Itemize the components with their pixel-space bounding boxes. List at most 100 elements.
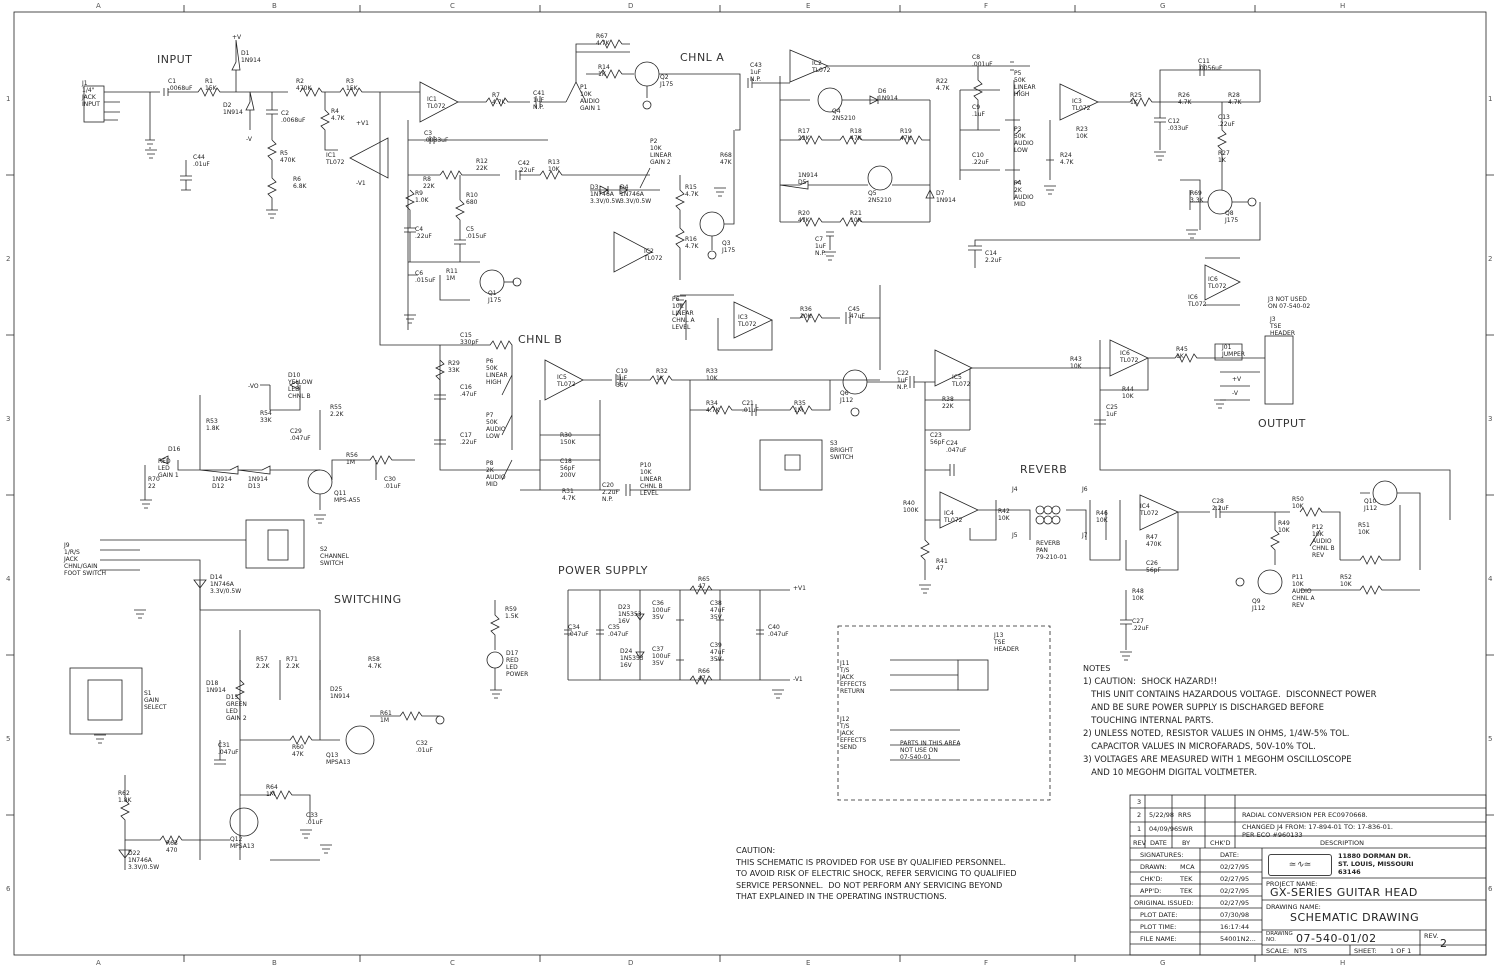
- col-label: B: [272, 2, 277, 10]
- component-label-d14: D14 1N746A 3.3V/0.5W: [210, 574, 242, 595]
- component-label-c14: C14 2.2uF: [985, 250, 1002, 264]
- component-label-d7: D7 1N914: [936, 190, 956, 204]
- component-label-c9: C9 .1uF: [972, 104, 985, 118]
- component-label-c31: C31 .047uF: [218, 742, 239, 756]
- component-label-p6b: P6 50K LINEAR HIGH: [486, 358, 508, 386]
- ic6-symbol: [1204, 257, 1241, 306]
- chkd-date: 02/27/95: [1220, 875, 1250, 883]
- rev-header: REV: [1133, 839, 1147, 847]
- component-label-c12: C12 .033uF: [1168, 118, 1189, 132]
- component-label-ic1a: IC1 TL072: [427, 96, 446, 110]
- component-label-d12: 1N914 D12: [212, 476, 232, 490]
- component-label-r1: R1 15K: [205, 78, 217, 92]
- component-label-p7: P7 50K AUDIO LOW: [486, 412, 506, 440]
- component-label-q9: Q9 J112: [1252, 598, 1266, 612]
- plot-time: 16:17:44: [1220, 923, 1250, 931]
- component-label-c28: C28 2.2uF: [1212, 498, 1229, 512]
- title-block-lines: [1129, 794, 1487, 956]
- rev-header: CHK'D: [1210, 839, 1231, 847]
- orig-date: 02/27/95: [1220, 899, 1250, 907]
- orig-label: ORIGINAL ISSUED:: [1134, 899, 1194, 907]
- component-label-c4: C4 .22uF: [415, 226, 432, 240]
- component-label-r46: R46 10K: [1096, 510, 1108, 524]
- component-label-j3: J3 TSE HEADER: [1270, 316, 1295, 337]
- component-label-r55: R55 2.2K: [330, 404, 344, 418]
- component-label-c5: C5 .015uF: [466, 226, 487, 240]
- component-label-d1: D1 1N914: [241, 50, 261, 64]
- input-stage: [83, 39, 566, 346]
- component-label-r8: R8 22K: [423, 176, 435, 190]
- col-label: D: [628, 2, 634, 10]
- component-label-r69: R69 3.3K: [1190, 190, 1204, 204]
- component-label-r22: R22 4.7K: [936, 78, 950, 92]
- component-label-r67: R67 4.7K: [596, 33, 610, 47]
- component-label-c8: C8 .001uF: [972, 54, 993, 68]
- component-label-c30: C30 .01uF: [384, 476, 401, 490]
- component-label-ic3b: IC3 TL072: [738, 314, 757, 328]
- component-label-d15: D15 GREEN LED GAIN 2: [226, 694, 247, 722]
- col-label: G: [1160, 959, 1166, 967]
- row-label: 1: [6, 95, 11, 103]
- component-label-r35: R35 1M: [794, 400, 806, 414]
- drawn-by: MCA: [1180, 863, 1195, 871]
- drawing-number: 07-540-01/02: [1296, 932, 1377, 945]
- drawn-label: DRAWN:: [1140, 863, 1167, 871]
- component-label-c29: C29 .047uF: [290, 428, 311, 442]
- rev-row-date: 04/09/96: [1149, 825, 1179, 833]
- component-label-pan: REVERB PAN 79-210-01: [1036, 540, 1068, 561]
- section-title-output: OUTPUT: [1258, 417, 1306, 430]
- scale-label: SCALE:: [1266, 947, 1290, 955]
- rev-row-rev: 3: [1137, 798, 1142, 806]
- component-label-ic3a: IC3 TL072: [1072, 98, 1091, 112]
- component-label-d2: D2 1N914: [223, 102, 243, 116]
- col-label: G: [1160, 2, 1166, 10]
- component-label-r32: R32 1K: [656, 368, 668, 382]
- component-label-r38: R38 22K: [942, 396, 954, 410]
- component-label-c34: C34 .047uF: [568, 624, 589, 638]
- component-label-r61: R61 1M: [380, 710, 392, 724]
- company-logo: ≃∿≃: [1268, 854, 1332, 876]
- component-label-q5: Q5 2N5210: [868, 190, 892, 204]
- component-label-ic6a: IC6 TL072: [1208, 276, 1227, 290]
- component-label-c22: C22 1uF N.P.: [897, 370, 909, 391]
- file-name: 54001N2...: [1220, 935, 1256, 943]
- component-label-r15: R15 4.7K: [685, 184, 699, 198]
- row-label: 4: [6, 575, 11, 583]
- effects-loop-section: [837, 625, 1051, 801]
- component-label-p8: P8 2K AUDIO MID: [486, 460, 506, 488]
- component-label-j7: J7: [1082, 532, 1088, 539]
- component-label-r41: R41 47: [936, 558, 948, 572]
- component-label-d24: D24 1N5353 16V: [620, 648, 644, 669]
- plot-date-label: PLOT DATE:: [1140, 911, 1178, 919]
- component-label-c20: C20 2.2uF N.P.: [602, 482, 619, 503]
- component-label-j6: J6: [1082, 486, 1088, 493]
- component-label-p12: P12 10K AUDIO CHNL B REV: [1312, 524, 1335, 559]
- component-label-q1: Q1 J175: [488, 290, 502, 304]
- component-label-r23: R23 10K: [1076, 126, 1088, 140]
- section-title-chnl-a: CHNL A: [680, 51, 725, 64]
- component-label-r51: R51 10K: [1358, 522, 1370, 536]
- section-title-reverb: REVERB: [1020, 463, 1068, 476]
- rev-row-rev: 2: [1137, 811, 1142, 819]
- reverb-stage: [939, 480, 1421, 650]
- component-label-q2: Q2 J175: [660, 74, 674, 88]
- rev-row-by: SWR: [1178, 825, 1194, 833]
- component-label-r63: R63 470: [166, 840, 178, 854]
- component-label-c23: C23 56pF: [930, 432, 945, 446]
- component-label-r31: R31 4.7K: [562, 488, 576, 502]
- component-label-r56: R56 1M: [346, 452, 358, 466]
- row-label: 2: [6, 255, 11, 263]
- component-label-r71: R71 2.2K: [286, 656, 300, 670]
- drawing-no-label: DRAWING NO.: [1266, 931, 1293, 943]
- appd-date: 02/27/95: [1220, 887, 1250, 895]
- component-label-d13: 1N914 D13: [248, 476, 268, 490]
- section-title-chnl-b: CHNL B: [518, 333, 563, 346]
- component-label-q11: Q11 MPS-A55: [334, 490, 361, 504]
- col-label: D: [628, 959, 634, 967]
- component-label-r17: R17 22K: [798, 128, 810, 142]
- component-label-c1: C1 .0068uF: [168, 78, 193, 92]
- component-label-d6: D6 1N914: [878, 88, 898, 102]
- component-label-ic4a: IC4 TL072: [944, 510, 963, 524]
- component-label-d10: D10 YELLOW LED CHNL B: [288, 372, 313, 400]
- component-label-c19: C19 1uF 35V: [616, 368, 628, 389]
